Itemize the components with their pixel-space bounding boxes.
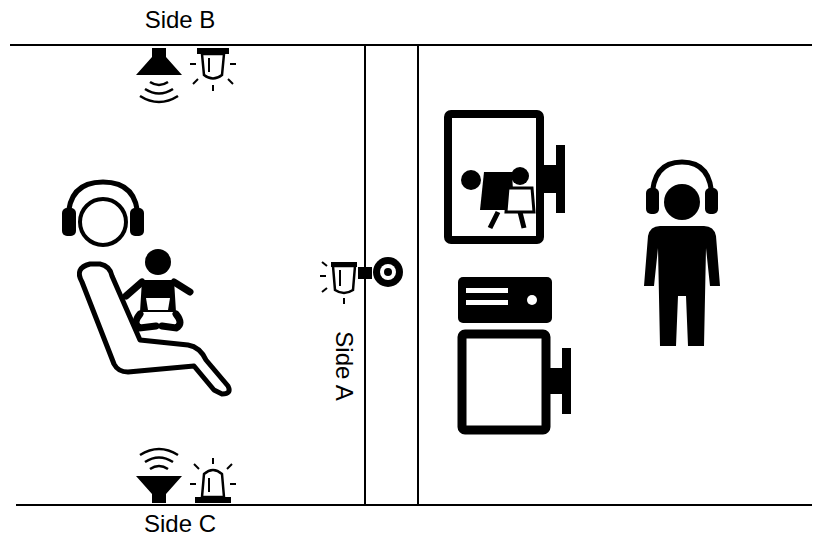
tower-slot xyxy=(466,288,508,293)
light-glint xyxy=(208,58,210,72)
light-ray xyxy=(212,458,214,464)
light-base xyxy=(331,262,357,267)
video-parent-head xyxy=(461,170,481,190)
light-ray xyxy=(230,63,236,65)
side-label: Side B xyxy=(145,8,216,32)
video-monitor xyxy=(448,114,565,240)
tower-slot xyxy=(466,300,508,305)
infant-head xyxy=(145,249,171,275)
light-ray xyxy=(190,483,196,485)
light-ray xyxy=(343,298,345,304)
light-symbol xyxy=(190,48,236,91)
headphone-band xyxy=(652,162,712,200)
speaker-body xyxy=(136,476,182,503)
light-glint xyxy=(208,478,210,492)
light-glint xyxy=(339,270,341,286)
headphone-cup xyxy=(646,188,659,214)
sound-wave xyxy=(145,89,173,94)
camera-lens xyxy=(380,264,396,280)
light-ray xyxy=(230,483,236,485)
experimenter-body xyxy=(644,226,720,346)
headphone-band xyxy=(68,182,138,220)
light-bulb xyxy=(202,470,224,497)
parent-head xyxy=(80,199,126,245)
light-ray xyxy=(322,288,327,292)
light-ray xyxy=(193,79,198,84)
headphone-cup xyxy=(705,188,718,214)
infant-diaper xyxy=(146,298,170,310)
experimenter-head xyxy=(664,184,700,220)
computer-tower xyxy=(458,277,552,323)
light-ray xyxy=(228,79,233,84)
infant-arm xyxy=(126,282,142,296)
infant-leg xyxy=(136,314,156,328)
top-wall xyxy=(10,44,812,46)
light-bulb xyxy=(202,54,224,79)
headphone-cup xyxy=(130,208,144,236)
light-ray xyxy=(320,275,326,277)
sound-wave xyxy=(145,458,173,463)
camera-symbol xyxy=(358,257,403,287)
tower-button xyxy=(527,295,537,305)
camera-body xyxy=(373,257,403,287)
sound-wave xyxy=(150,82,168,85)
infant-body xyxy=(140,280,176,312)
speaker-body xyxy=(136,48,182,75)
sound-wave xyxy=(150,466,168,469)
light-ray xyxy=(194,464,199,469)
experimenter-figure xyxy=(644,162,720,346)
infant-arm xyxy=(174,282,190,292)
light-bulb xyxy=(333,266,355,293)
chair-outline xyxy=(79,264,229,394)
monitor-frame xyxy=(462,334,546,430)
partition-wall xyxy=(417,45,419,505)
speaker-symbol xyxy=(136,48,182,102)
infant-leg xyxy=(162,314,180,328)
monitor-neck xyxy=(544,165,556,193)
side-label: Side A xyxy=(332,331,356,400)
light-ray xyxy=(227,464,232,469)
sound-wave xyxy=(140,96,178,102)
camera-lens xyxy=(384,268,392,276)
camera-mount xyxy=(358,267,372,279)
speaker-symbol xyxy=(136,449,182,503)
headphone-cup xyxy=(62,208,76,236)
light-ray xyxy=(212,85,214,91)
light-symbol xyxy=(320,262,357,304)
light-ray xyxy=(190,63,196,65)
side-label: Side C xyxy=(144,512,216,536)
light-ray xyxy=(322,262,327,266)
monitor-neck xyxy=(550,368,562,394)
monitor-stand xyxy=(556,145,565,213)
bottom-wall xyxy=(16,504,812,506)
monitor-stand xyxy=(562,348,571,414)
video-infant-head xyxy=(511,167,529,185)
video-legs xyxy=(490,212,524,228)
parent-with-infant xyxy=(62,182,229,394)
video-infant-body xyxy=(506,188,534,212)
computer-monitor xyxy=(462,334,571,430)
tower-case xyxy=(458,277,552,323)
sound-wave xyxy=(140,449,178,455)
monitor-frame xyxy=(448,114,540,240)
light-symbol xyxy=(190,458,236,503)
